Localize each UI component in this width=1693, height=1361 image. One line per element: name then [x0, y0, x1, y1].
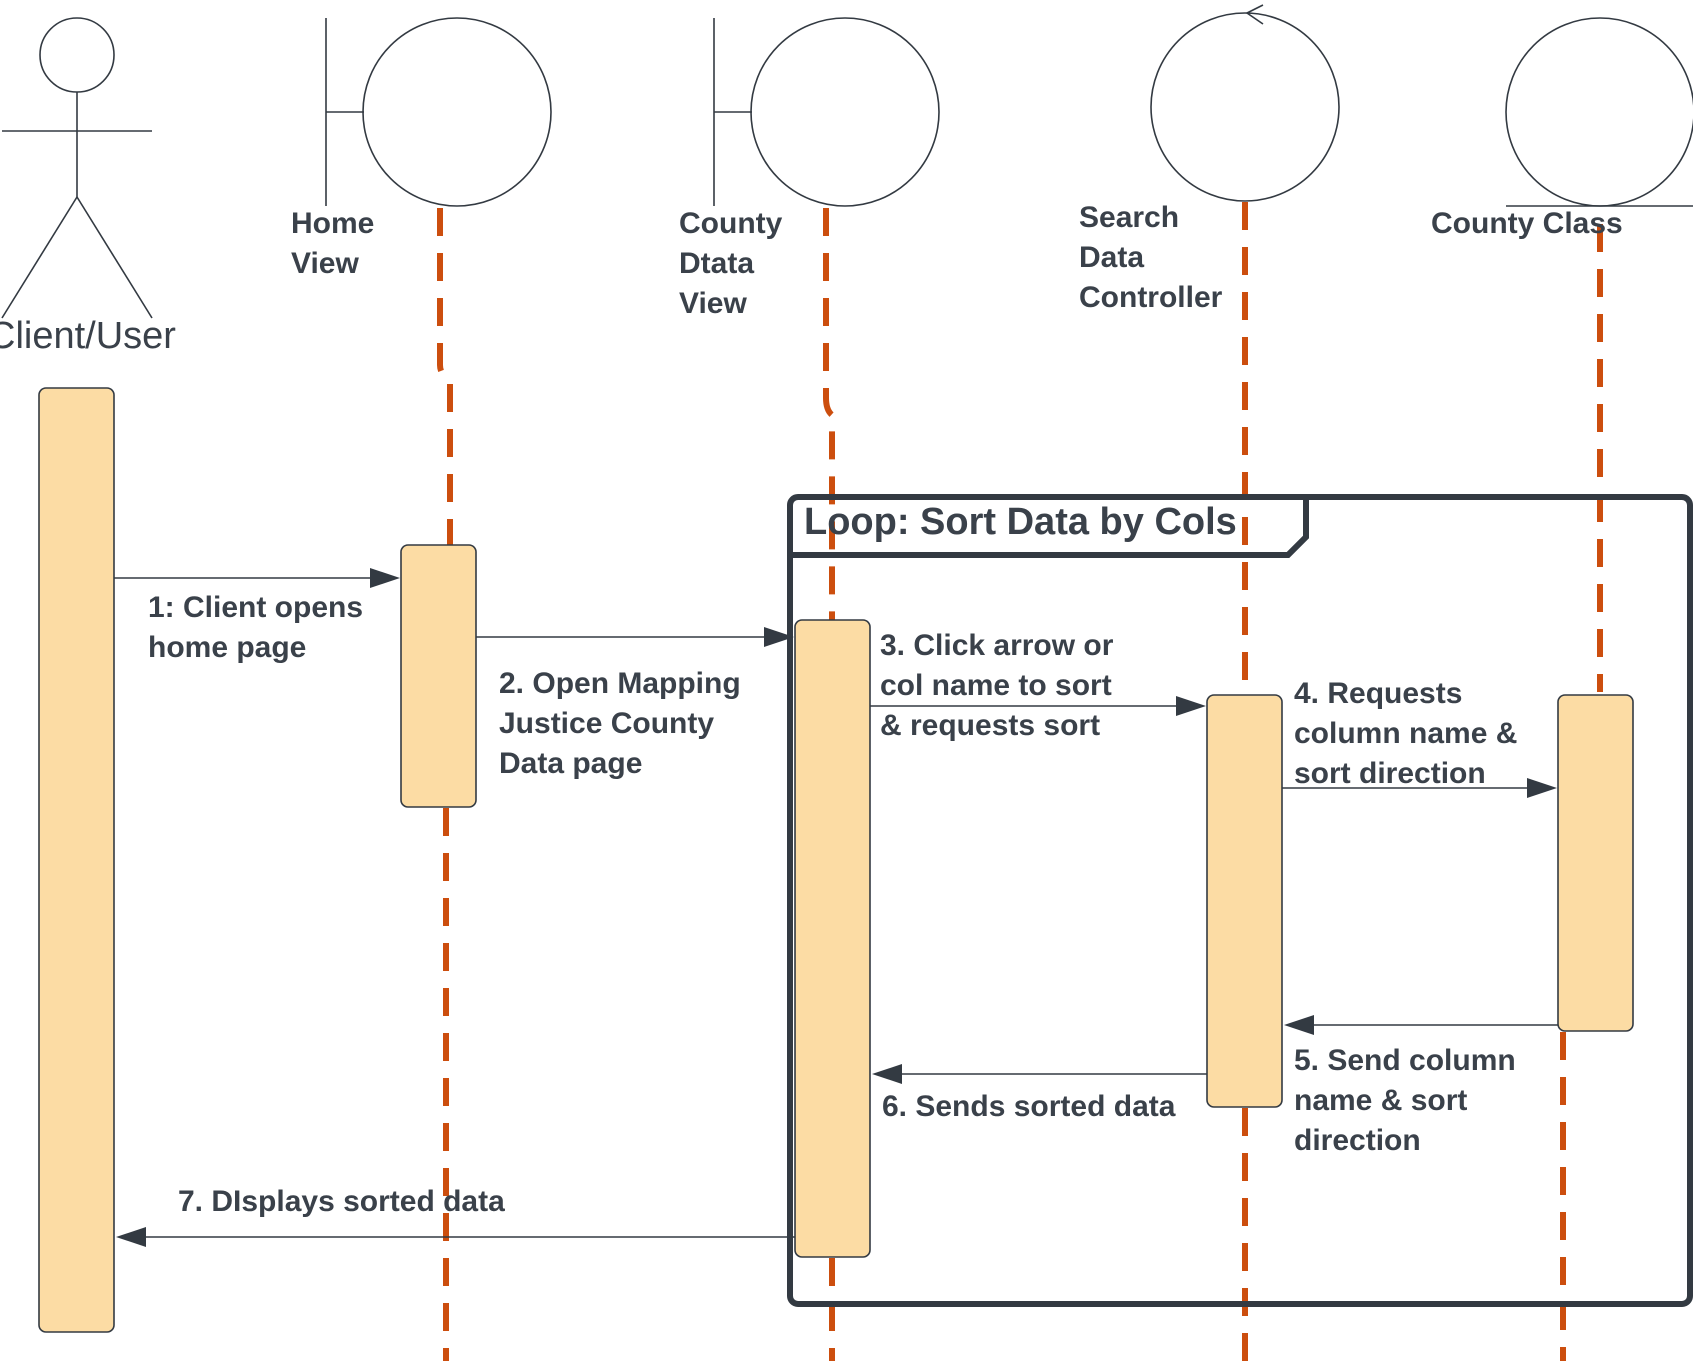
message-1: 1: Client opens home page	[114, 568, 400, 664]
lifeline-county-view	[823, 208, 835, 620]
control-search-data-controller: Search Data Controller	[1079, 4, 1340, 314]
message-4-label-1: 4. Requests	[1294, 677, 1462, 710]
boundary-county-view: County Dtata View	[679, 17, 940, 320]
county-class-label: County Class	[1431, 207, 1623, 240]
actor-client-label: Client/User	[0, 315, 176, 357]
message-3-label-2: col name to sort	[880, 669, 1112, 702]
message-5: 5. Send column name & sort direction	[1284, 1015, 1558, 1157]
message-3: 3. Click arrow or col name to sort & req…	[870, 629, 1206, 742]
loop-frame-label: Loop: Sort Data by Cols	[804, 501, 1237, 543]
message-1-label-1: 1: Client opens	[148, 591, 363, 624]
message-1-label-2: home page	[148, 631, 306, 664]
county-view-label-1: County	[679, 207, 783, 240]
message-3-label-3: & requests sort	[880, 709, 1100, 742]
arrowhead-icon	[1527, 778, 1557, 798]
county-view-label-2: Dtata	[679, 247, 754, 280]
activation-county-view	[794, 619, 871, 1258]
lifeline-home-view	[437, 208, 453, 545]
message-2-label-3: Data page	[499, 747, 642, 780]
controller-label-2: Data	[1079, 241, 1144, 274]
boundary-circle-icon	[750, 17, 940, 207]
controller-label-1: Search	[1079, 201, 1179, 234]
arrowhead-icon	[1284, 1015, 1314, 1035]
boundary-circle-icon	[362, 17, 552, 207]
activation-home-view	[400, 544, 477, 808]
actor-client-user: Client/User	[0, 17, 176, 357]
message-3-label-1: 3. Click arrow or	[880, 629, 1114, 662]
entity-county-class: County Class	[1431, 17, 1693, 240]
message-5-label-3: direction	[1294, 1124, 1421, 1157]
controller-label-3: Controller	[1079, 281, 1223, 314]
message-5-label-1: 5. Send column	[1294, 1044, 1516, 1077]
arrowhead-icon	[764, 627, 794, 647]
message-4: 4. Requests column name & sort direction	[1282, 677, 1557, 798]
entity-circle-icon	[1505, 17, 1693, 207]
message-4-label-2: column name &	[1294, 717, 1517, 750]
actor-head-icon	[39, 17, 115, 93]
arrowhead-icon	[370, 568, 400, 588]
message-6: 6. Sends sorted data	[872, 1064, 1207, 1123]
message-5-label-2: name & sort	[1294, 1084, 1467, 1117]
message-7: 7. DIsplays sorted data	[116, 1185, 795, 1247]
arrowhead-icon	[116, 1227, 146, 1247]
arrowhead-icon	[872, 1064, 902, 1084]
message-6-label: 6. Sends sorted data	[882, 1090, 1176, 1123]
home-view-label-2: View	[291, 247, 359, 280]
message-2: 2. Open Mapping Justice County Data page	[476, 627, 794, 780]
control-circle-icon	[1150, 12, 1340, 202]
activation-county-class	[1557, 694, 1634, 1032]
county-view-label-3: View	[679, 287, 747, 320]
message-4-label-3: sort direction	[1294, 757, 1486, 790]
activation-controller	[1206, 694, 1283, 1108]
boundary-home-view: Home View	[291, 17, 552, 280]
arrowhead-icon	[1176, 696, 1206, 716]
loop-frame: Loop: Sort Data by Cols	[787, 494, 1693, 1307]
activation-client	[38, 387, 115, 1333]
message-7-label: 7. DIsplays sorted data	[178, 1185, 505, 1218]
message-2-label-1: 2. Open Mapping	[499, 667, 741, 700]
message-2-label-2: Justice County	[499, 707, 714, 740]
home-view-label-1: Home	[291, 207, 374, 240]
